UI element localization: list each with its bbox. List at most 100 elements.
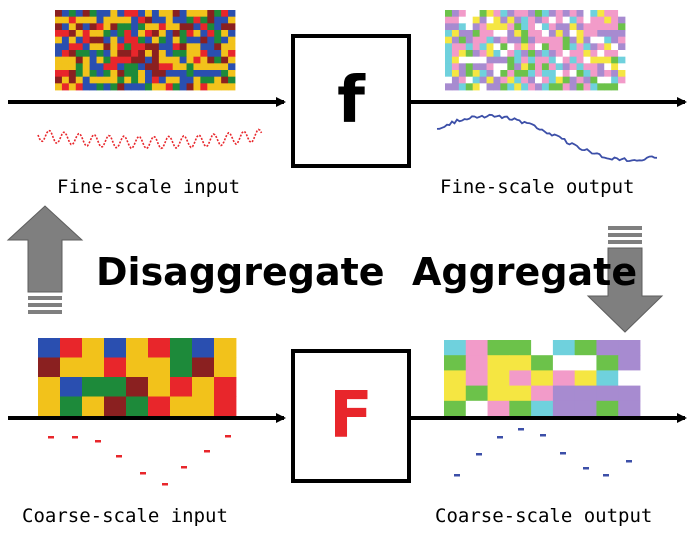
fine-input-cell <box>82 63 91 71</box>
fine-input-cell <box>89 43 97 51</box>
coarse-input-cell <box>148 396 171 417</box>
coarse-output-cell <box>552 370 576 386</box>
fine-input-cell <box>89 50 97 58</box>
fine-input-cell <box>145 83 153 91</box>
coarse-input-cell <box>214 357 237 378</box>
fine-output-cell <box>604 50 612 58</box>
fine-input-cell <box>110 70 118 78</box>
fine-input-cell <box>61 76 70 84</box>
fine-output-cell <box>611 50 619 58</box>
fine-input-cell <box>193 50 201 58</box>
fine-output-cell <box>562 50 571 58</box>
fine-input-cell <box>96 43 104 51</box>
fine-output-cell <box>472 70 481 78</box>
fine-output-cell <box>472 63 481 71</box>
fine-input-cell <box>124 10 132 18</box>
fine-output-cell <box>500 16 508 24</box>
fine-output-cell <box>514 70 522 78</box>
fine-output-cell <box>500 43 508 51</box>
fine-input-cell <box>151 36 160 44</box>
fine-input-cell <box>228 23 236 31</box>
fine-output-cell <box>486 36 494 44</box>
fine-output-cell <box>458 76 467 84</box>
fine-output-cell <box>493 50 501 58</box>
aggregate-arrow <box>586 226 664 333</box>
fine-output-cell <box>514 50 522 58</box>
fine-output-cell <box>500 70 508 78</box>
fine-input-cell <box>103 10 111 18</box>
fine-input-cell <box>131 36 139 44</box>
fine-output-cell <box>555 10 564 18</box>
fine-input-cell <box>124 16 132 24</box>
fine-input-cell <box>138 36 146 44</box>
fine-input-cell <box>179 36 187 44</box>
coarse-input-cell <box>60 377 83 397</box>
fine-output-cell <box>451 16 460 24</box>
fine-input-cell <box>75 83 84 91</box>
fine-output-cell <box>569 10 577 18</box>
coarse-output-cell <box>618 370 641 386</box>
fine-input-cell <box>55 63 63 71</box>
fine-output-cell <box>611 43 619 51</box>
fine-output-cell <box>597 50 605 58</box>
fine-input-cell <box>117 23 125 31</box>
fine-output-cell <box>583 83 591 91</box>
fine-input-cell <box>200 50 208 58</box>
fine-output-cell <box>500 36 508 44</box>
fine-input-cell <box>61 36 70 44</box>
coarse-output-cell <box>618 340 641 356</box>
fine-input-cell <box>207 50 215 58</box>
fine-input-cell <box>165 76 174 84</box>
fine-input-cell <box>200 36 208 44</box>
fine-output-cell <box>562 16 571 24</box>
fine-output-cell <box>562 76 571 84</box>
fine-output-cell <box>521 23 529 31</box>
fine-input-cell <box>193 16 201 24</box>
fine-output-cell <box>535 63 543 71</box>
fine-input-cell <box>179 63 187 71</box>
coarse-input-cell <box>214 396 237 417</box>
fine-output-cell <box>569 76 577 84</box>
fine-output-cell <box>535 16 543 24</box>
fine-input-cell <box>124 23 132 31</box>
fine-output-cell <box>590 50 598 58</box>
fine-output-cell <box>569 23 577 31</box>
fine-output-cell <box>493 23 501 31</box>
coarse-output-cell <box>509 340 532 356</box>
fine-input-cell <box>172 70 181 78</box>
fine-input-cell <box>61 56 70 64</box>
coarse-input-cell <box>192 338 215 358</box>
fine-output-cell <box>548 70 557 78</box>
coarse-input-cell <box>148 357 171 378</box>
fine-output-cell <box>465 63 474 71</box>
fine-output-cell <box>514 63 522 71</box>
fine-output-cell <box>445 10 453 18</box>
fine-output-cell <box>507 43 515 51</box>
fine-input-cell <box>221 30 229 38</box>
coarse-input-dash <box>48 436 54 439</box>
fine-input-cell <box>193 23 201 31</box>
fine-output-cell <box>611 83 619 91</box>
fine-output-cell <box>486 23 494 31</box>
coarse-output-cell <box>465 400 488 417</box>
fine-input-mosaic <box>55 10 236 91</box>
fine-input-cell <box>200 76 208 84</box>
fine-input-cell <box>221 76 229 84</box>
fine-output-cell <box>451 50 460 58</box>
fine-input-cell <box>103 23 111 31</box>
fine-output-cell <box>590 70 598 78</box>
fine-input-cell <box>179 50 187 58</box>
coarse-output-cell <box>596 355 619 371</box>
fine-input-cell <box>214 76 222 84</box>
fine-output-cell <box>611 23 619 31</box>
coarse-output-cell <box>574 400 597 417</box>
fine-input-cell <box>207 10 215 18</box>
coarse-input-cell <box>148 377 171 397</box>
coarse-output-dash <box>603 474 609 477</box>
fine-input-cell <box>186 70 194 78</box>
fine-input-cell <box>89 10 97 18</box>
fine-output-cell <box>458 36 467 44</box>
fine-input-cell <box>193 56 201 64</box>
fine-output-cell <box>445 56 453 64</box>
fine-output-cell <box>472 23 481 31</box>
